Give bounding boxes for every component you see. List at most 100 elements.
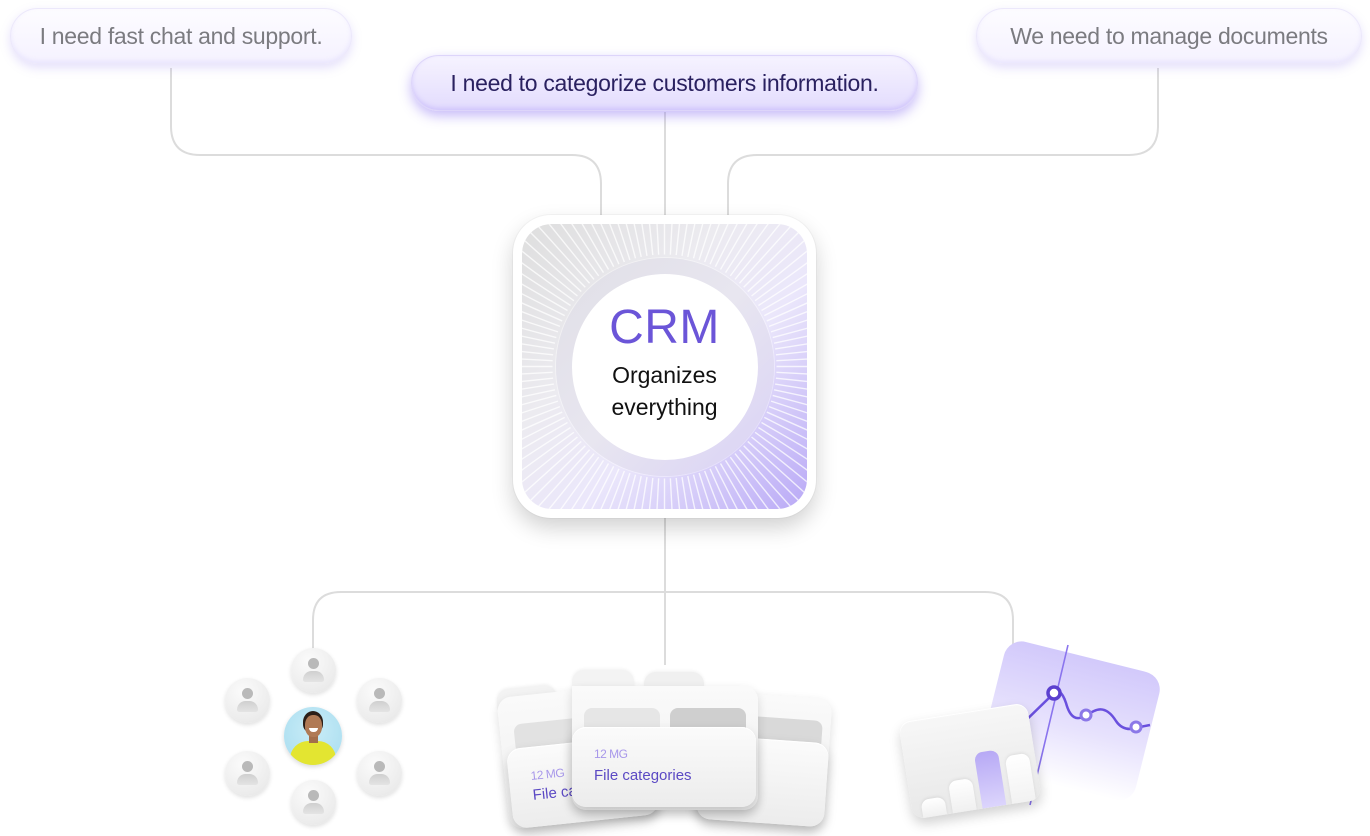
ray-line xyxy=(761,421,807,450)
ray-line xyxy=(581,224,610,270)
ray-line xyxy=(560,224,600,277)
ray-line xyxy=(747,237,807,293)
file-size-label: 12 MG xyxy=(594,747,628,761)
ray-line xyxy=(522,262,575,302)
ray-line xyxy=(775,377,807,383)
ray-line xyxy=(743,445,807,509)
ray-line xyxy=(522,283,568,312)
ray-line xyxy=(729,456,769,509)
crm-subtitle-line-1: Organizes xyxy=(612,361,717,388)
ray-line xyxy=(522,440,582,496)
ray-line xyxy=(687,224,696,258)
ray-line xyxy=(522,293,566,317)
ray-line xyxy=(675,224,681,256)
ray-line xyxy=(609,470,626,509)
ray-line xyxy=(775,383,807,390)
request-pill-chat-support: I need fast chat and support. xyxy=(10,8,352,64)
ray-line xyxy=(633,224,642,258)
ray-line xyxy=(698,224,712,261)
ray-line xyxy=(766,302,807,322)
ray-line xyxy=(754,431,807,471)
ray-line xyxy=(743,224,807,288)
ray-line xyxy=(591,465,615,509)
chart-bar xyxy=(920,796,948,819)
ray-line xyxy=(776,371,807,375)
ray-line xyxy=(522,311,561,328)
ray-line xyxy=(571,460,605,509)
ray-line xyxy=(522,358,553,362)
chart-bar xyxy=(947,777,977,814)
ray-line xyxy=(773,389,807,398)
ray-line xyxy=(641,224,648,256)
ray-line xyxy=(522,400,559,414)
ray-line xyxy=(625,224,637,259)
ray-line xyxy=(617,224,631,261)
crm-core: CRM Organizes everything xyxy=(571,273,758,460)
ray-line xyxy=(758,426,807,460)
ray-line xyxy=(738,449,794,509)
ray-line xyxy=(758,273,807,307)
person-icon xyxy=(357,678,402,723)
ray-line xyxy=(522,343,554,350)
ray-line xyxy=(522,371,553,375)
ray-line xyxy=(719,224,748,270)
ray-line xyxy=(766,411,807,431)
request-text: I need fast chat and support. xyxy=(39,22,323,49)
chart-data-point xyxy=(1129,720,1143,734)
ray-line xyxy=(656,478,660,509)
ray-line xyxy=(522,426,571,460)
person-icon xyxy=(291,648,336,693)
ray-line xyxy=(522,445,586,509)
ray-line xyxy=(709,468,729,509)
ray-line xyxy=(775,343,807,350)
person-icon xyxy=(291,780,336,825)
ray-line xyxy=(591,224,615,268)
line-chart-card xyxy=(976,637,1164,806)
ray-line xyxy=(692,474,704,509)
file-size-label: 12 MG xyxy=(530,765,565,784)
person-icon xyxy=(225,751,270,796)
ray-line xyxy=(692,224,704,259)
ray-line xyxy=(709,224,729,265)
ray-line xyxy=(773,335,807,344)
ray-line xyxy=(522,394,557,406)
crm-hub-card: CRM Organizes everything xyxy=(513,215,816,518)
ray-line xyxy=(522,436,578,483)
connector-bottom-branch xyxy=(312,591,1014,660)
ray-line xyxy=(768,405,807,422)
ray-line xyxy=(770,319,807,333)
ray-line xyxy=(775,350,807,356)
ray-line xyxy=(747,440,807,496)
ray-line xyxy=(734,453,781,509)
ray-line xyxy=(522,416,566,440)
ray-line xyxy=(560,456,600,509)
ray-line xyxy=(522,250,578,297)
ray-line xyxy=(522,405,561,422)
ray-line xyxy=(763,293,807,317)
ray-line xyxy=(751,250,807,297)
ray-line xyxy=(738,224,794,284)
ray-line xyxy=(571,224,605,273)
ray-line xyxy=(522,383,554,390)
ray-line xyxy=(535,449,591,509)
ray-line xyxy=(522,411,563,431)
ray-line xyxy=(641,477,648,509)
person-icon xyxy=(357,751,402,796)
ray-line xyxy=(522,389,556,398)
ray-line xyxy=(761,283,807,312)
crm-hub-background: CRM Organizes everything xyxy=(522,224,807,509)
ray-line xyxy=(648,224,654,256)
ray-line xyxy=(751,436,807,483)
ray-line xyxy=(703,224,720,263)
ray-line xyxy=(522,327,557,339)
ray-line xyxy=(522,302,563,322)
ray-line xyxy=(522,350,554,356)
ray-line xyxy=(724,460,758,509)
ray-line xyxy=(703,470,720,509)
ray-line xyxy=(656,224,660,255)
ray-line xyxy=(522,377,554,383)
ray-line xyxy=(763,416,807,440)
ray-line xyxy=(698,472,712,509)
ray-line xyxy=(776,358,807,362)
ray-line xyxy=(617,472,631,509)
